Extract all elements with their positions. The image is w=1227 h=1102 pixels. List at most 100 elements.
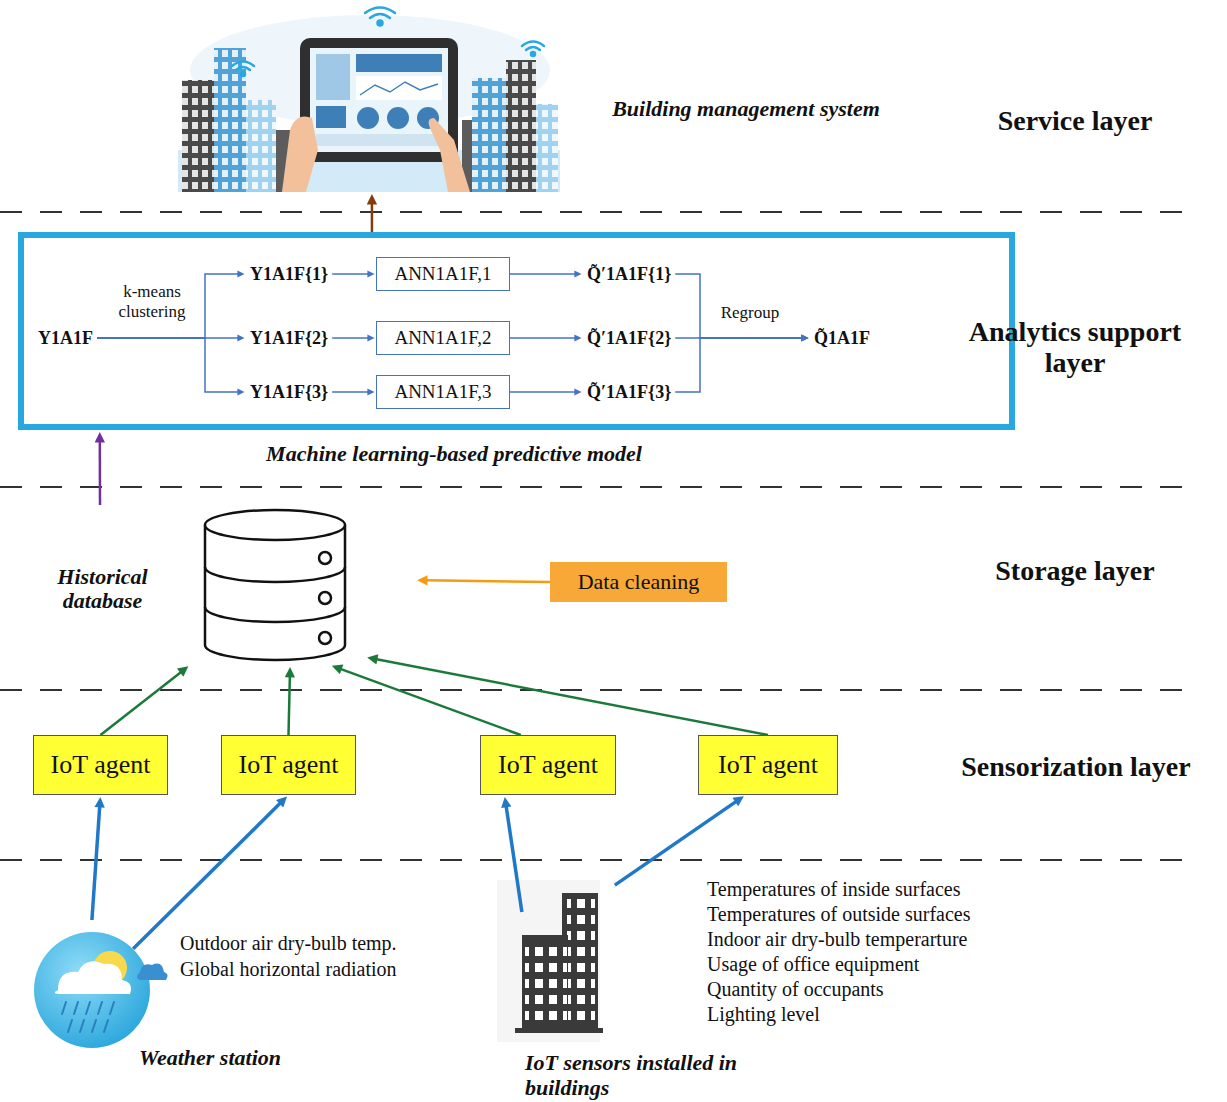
caption-text: Temperatures of outside surfaces — [707, 903, 1047, 925]
database-node: Historical database — [40, 505, 415, 665]
math-symbol: Q̃′1A1F{3} — [587, 382, 671, 403]
layer-divider — [0, 211, 1200, 213]
iot-agent-box: IoT agent — [480, 735, 616, 795]
box-label: ANN1A1F,2 — [394, 327, 491, 349]
connector-arrow — [340, 669, 521, 735]
city-illustration — [282, 117, 318, 193]
math-symbol: Y1A1F{3} — [250, 382, 328, 403]
city-illustration — [356, 54, 442, 72]
city-illustration — [356, 76, 442, 100]
city-illustration — [472, 78, 506, 192]
math-symbol: Q̃1A1F — [814, 328, 870, 349]
ann-model-box: ANN1A1F,3 — [376, 375, 510, 409]
box-label: Data cleaning — [578, 569, 700, 595]
city-illustration — [387, 107, 409, 129]
data-set: Y1A1F — [34, 326, 97, 351]
connector-arrow — [510, 337, 576, 339]
caption-text: Machine learning-based predictive model — [194, 442, 714, 466]
weather-icon — [80, 1020, 84, 1032]
caption-text: Global horizontal radiation — [180, 958, 455, 980]
city-illustration — [316, 106, 346, 128]
city-illustration — [506, 60, 536, 192]
connector-arrow — [615, 801, 737, 885]
database-cylinder — [319, 632, 331, 644]
city-illustration — [316, 134, 442, 146]
dashboard-illustration: Building management system — [178, 5, 878, 192]
city-illustration — [182, 80, 214, 192]
box-label: ANN1A1F,3 — [394, 381, 491, 403]
weather-icon — [86, 1002, 90, 1014]
layer-divider — [0, 212, 1200, 860]
connector-arrow — [371, 202, 374, 232]
layer-divider — [0, 689, 1200, 691]
layer-label: Service layer — [945, 106, 1205, 137]
data-cluster: Y1A1F{2} — [246, 326, 332, 351]
weather-icon — [34, 932, 168, 1048]
city-illustration — [232, 62, 254, 67]
city-illustration — [357, 107, 379, 129]
layer-divider — [0, 486, 1200, 488]
caption-text: Usage of office equipment — [707, 953, 1047, 975]
building-icon — [497, 880, 603, 1042]
math-symbol: Y1A1F{2} — [250, 328, 328, 349]
connector-arrow — [289, 675, 290, 735]
math-symbol: Y1A1F{1} — [250, 264, 328, 285]
model-frame: Y1A1F Y1A1F{1} Y1A1F{2} Y1A1F{3} ANN1A1F,1AN… — [18, 232, 1015, 430]
city-illustration — [531, 52, 535, 56]
process-box: Data cleaning — [550, 562, 727, 602]
building-icon — [497, 880, 600, 1042]
ann-model-box: ANN1A1F,1 — [376, 257, 510, 291]
connector-arrow — [133, 802, 281, 948]
city-illustration — [378, 21, 383, 26]
weather-icon — [68, 1020, 72, 1032]
weather-icon — [137, 964, 168, 980]
connector-arrow — [675, 338, 803, 392]
box-label: IoT agent — [718, 750, 818, 780]
math-symbol: Q̃′1A1F{1} — [587, 264, 671, 285]
caption-text: Quantity of occupants — [707, 978, 1047, 1000]
building-icon — [515, 1028, 603, 1033]
connector-arrow — [99, 440, 102, 505]
connector-arrow — [675, 274, 803, 338]
city-illustration — [360, 82, 438, 95]
weather-icon — [62, 1002, 114, 1032]
city-illustration — [310, 48, 448, 152]
box-label: ANN1A1F,1 — [394, 263, 491, 285]
city-illustration — [214, 48, 246, 192]
database-cylinder — [205, 525, 345, 660]
city-illustration — [370, 14, 390, 18]
city-illustration — [429, 118, 470, 192]
connector-arrow — [97, 274, 239, 338]
iot-agent-box: IoT agent — [33, 735, 168, 795]
city-illustration — [536, 104, 558, 192]
weather-icon — [110, 1002, 114, 1014]
connector-arrow — [375, 659, 768, 735]
weather-icon — [55, 961, 131, 994]
city-illustration — [246, 100, 276, 192]
caption-text: IoT sensors installed in buildings — [525, 1050, 825, 1101]
connector-arrow — [101, 671, 182, 735]
iot-agent-box: IoT agent — [221, 735, 356, 795]
layer-divider — [0, 859, 1200, 861]
connector-arrow — [425, 580, 550, 582]
caption-text: Outdoor air dry-bulb temp. — [180, 932, 455, 954]
layer-label: Analytics support layer — [940, 317, 1210, 379]
caption-text: Historical database — [40, 565, 165, 613]
connector-arrow — [92, 805, 100, 920]
city-illustration — [506, 60, 536, 192]
city-illustration — [232, 8, 544, 77]
weather-icon — [34, 932, 150, 1048]
weather-icon — [98, 1002, 102, 1014]
weather-icon — [74, 1002, 78, 1014]
ann-model-box: ANN1A1F,2 — [376, 321, 510, 355]
prediction-output: Q̃′1A1F{2} — [583, 326, 675, 351]
iot-agent-box: IoT agent — [698, 735, 838, 795]
city-illustration — [182, 80, 214, 192]
connector-arrow — [97, 338, 239, 392]
city-illustration — [365, 8, 395, 14]
data-cluster: Y1A1F{1} — [246, 262, 332, 287]
weather-station-node: Outdoor air dry-bulb temp. Global horizon… — [30, 920, 460, 1080]
